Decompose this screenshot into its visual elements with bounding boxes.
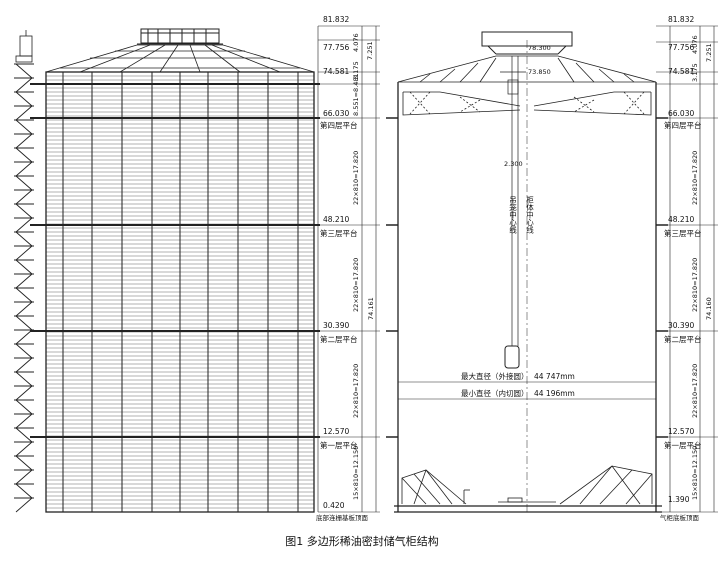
- level-roof-eave-left: 74.581: [323, 67, 349, 76]
- figure-caption: 图1 多边形稀油密封储气柜结构: [285, 535, 439, 548]
- right-dimensions: 81.832 77.756 74.581 66.030 第四层平台 48.210…: [656, 15, 718, 522]
- roof-lantern: [137, 28, 223, 45]
- bottom-trusses: [401, 465, 653, 505]
- dim-span-3-right: 22×810=17.820: [691, 258, 699, 312]
- level-floor2-left: 30.390: [323, 321, 349, 330]
- diameter-lines: [398, 381, 656, 400]
- level-floor1-right: 12.570: [668, 427, 694, 436]
- dim-span-2-right: 22×810=17.820: [691, 364, 699, 418]
- tank-centerline-label: 柜体中心线: [525, 195, 534, 234]
- level-floor4-left: 66.030: [323, 109, 349, 118]
- dim-span-3-left: 22×810=17.820: [352, 258, 360, 312]
- level-floor2-right: 30.390: [668, 321, 694, 330]
- interior-annotations: 78.300 73.850 2.300 吊笼中心线 柜体中心线 最大直径（外接圆…: [461, 44, 575, 398]
- dim-total-left: 74.161: [367, 297, 375, 320]
- max-diameter-label: 最大直径（外接圆）: [461, 371, 529, 381]
- hanging-cage: [500, 56, 526, 369]
- min-diameter-value: 44 196mm: [534, 389, 575, 398]
- level-floor1-left: 12.570: [323, 427, 349, 436]
- dim-span-4-right: 22×810=17.820: [691, 151, 699, 205]
- level-roof-ridge-right: 77.756: [668, 43, 694, 52]
- level-top-right: 81.832: [668, 15, 694, 24]
- floor1-label-right: 第一层平台: [664, 440, 702, 450]
- left-dimensions: 81.832 77.756 74.581 66.030 第四层平台 48.210…: [316, 15, 380, 522]
- dim-eave-band-left: 8.551=8.481: [352, 73, 360, 116]
- floor3-label-left: 第三层平台: [320, 228, 358, 238]
- max-diameter-value: 44 747mm: [534, 372, 575, 381]
- dim-span-2-left: 22×810=17.820: [352, 364, 360, 418]
- section-shell: [394, 82, 662, 513]
- level-roof-ridge-left: 77.756: [323, 43, 349, 52]
- roof-truss: [397, 55, 657, 83]
- dim-bottom-span-right: 15×810=12.150: [691, 446, 699, 500]
- shell-columns: [62, 72, 299, 512]
- dim-total-right: 74.160: [705, 297, 713, 320]
- level-roof-eave-right: 74.581: [668, 67, 694, 76]
- floor4-label-left: 第四层平台: [320, 120, 358, 130]
- floor2-label-left: 第二层平台: [320, 334, 358, 344]
- dim-mid-gap-left: 3.175: [352, 61, 360, 80]
- dim-roof-total-left: 7.251: [366, 41, 374, 60]
- dim-bottom-span-left: 15×810=12.150: [352, 446, 360, 500]
- floor2-label-right: 第二层平台: [664, 334, 702, 344]
- min-diameter-label: 最小直径（内切圆）: [461, 388, 529, 398]
- hanging-cage-centerline-label: 吊笼中心线: [508, 196, 517, 234]
- left-elevation: [14, 28, 320, 513]
- inner-hatch-level: 73.850: [528, 68, 551, 76]
- stair-tower: [15, 30, 33, 63]
- dim-mid-gap-right: 3.175: [691, 63, 699, 82]
- level-floor3-right: 48.210: [668, 215, 694, 224]
- floor3-label-right: 第三层平台: [664, 228, 702, 238]
- base-label-right: 气柜底板顶面: [660, 513, 700, 522]
- roof-cone: [45, 44, 315, 73]
- dim-roof-total-right: 7.251: [705, 43, 713, 62]
- floor1-label-left: 第一层平台: [320, 440, 358, 450]
- level-floor4-right: 66.030: [668, 109, 694, 118]
- zigzag-stairs: [14, 63, 34, 513]
- platforms-exterior: [30, 83, 320, 438]
- dim-top-gap-right: 4.076: [691, 35, 699, 54]
- piston-truss: [402, 91, 652, 116]
- right-section: [386, 31, 668, 513]
- level-base-right: 1.390: [668, 495, 690, 504]
- base-label-left: 底部连栅基板顶面: [316, 513, 369, 522]
- cable-dim: 2.300: [504, 160, 523, 168]
- level-base-left: 0.420: [323, 501, 345, 510]
- level-top-left: 81.832: [323, 15, 349, 24]
- level-floor3-left: 48.210: [323, 215, 349, 224]
- floor4-label-right: 第四层平台: [664, 120, 702, 130]
- inner-top-level: 78.300: [528, 44, 551, 52]
- dim-span-4-left: 22×810=17.820: [352, 151, 360, 205]
- dim-top-gap-left: 4.076: [352, 33, 360, 52]
